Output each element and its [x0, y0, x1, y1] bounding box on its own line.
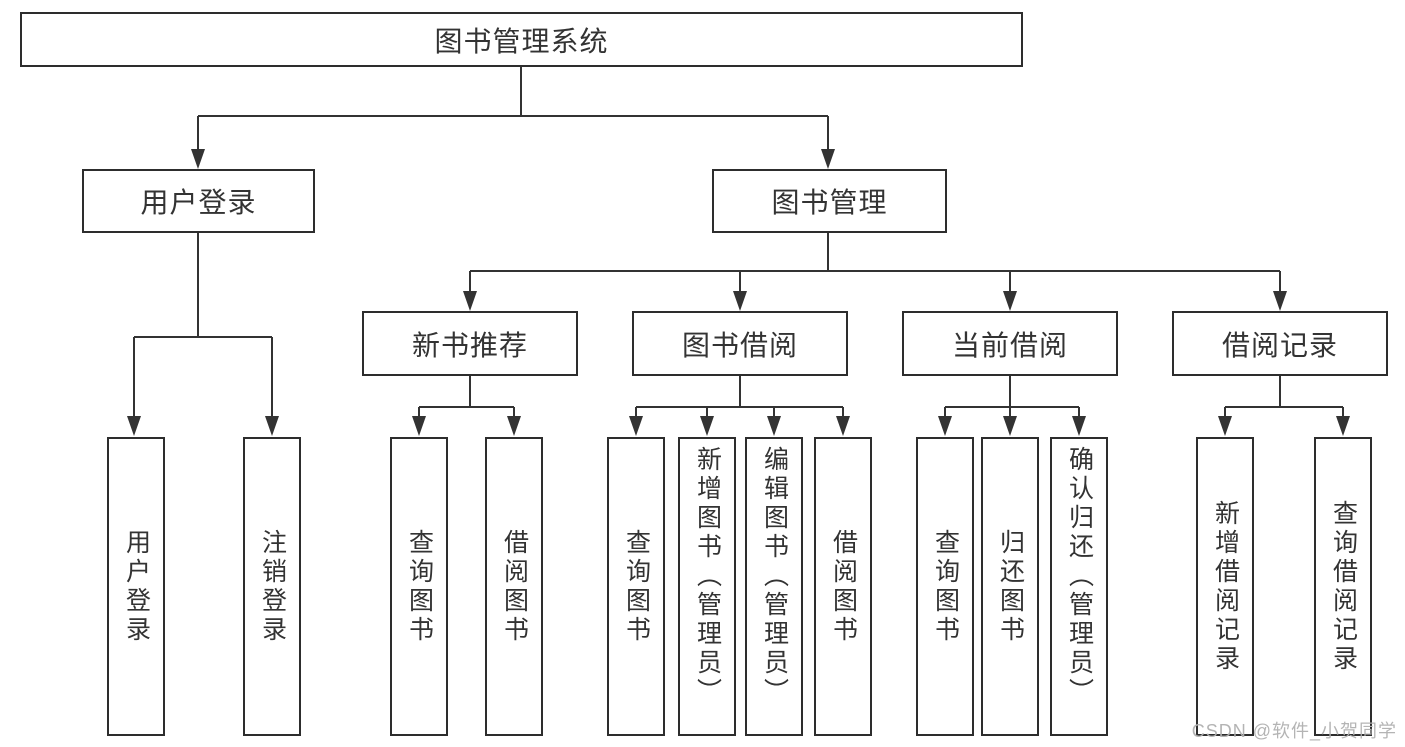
leaf-records-add: 新增借阅记录: [1196, 437, 1254, 736]
leaf-borrow-add-admin: 新增图书（管理员）: [678, 437, 736, 736]
node-user-login: 用户登录: [82, 169, 315, 233]
leaf-logout: 注销登录: [243, 437, 301, 736]
leaf-user-login: 用户登录: [107, 437, 165, 736]
leaf-current-confirm-admin: 确认归还（管理员）: [1050, 437, 1108, 736]
node-borrow-records: 借阅记录: [1172, 311, 1388, 376]
leaf-newbooks-query: 查询图书: [390, 437, 448, 736]
leaf-borrow-borrow: 借阅图书: [814, 437, 872, 736]
leaf-borrow-query: 查询图书: [607, 437, 665, 736]
node-book-borrow: 图书借阅: [632, 311, 848, 376]
leaf-newbooks-borrow: 借阅图书: [485, 437, 543, 736]
leaf-current-query: 查询图书: [916, 437, 974, 736]
leaf-current-return: 归还图书: [981, 437, 1039, 736]
leaf-records-query: 查询借阅记录: [1314, 437, 1372, 736]
node-current-borrow: 当前借阅: [902, 311, 1118, 376]
node-book-mgmt: 图书管理: [712, 169, 947, 233]
node-new-books: 新书推荐: [362, 311, 578, 376]
leaf-borrow-edit-admin: 编辑图书（管理员）: [745, 437, 803, 736]
node-root: 图书管理系统: [20, 12, 1023, 67]
csdn-watermark: CSDN @软件_小贺同学: [1191, 721, 1397, 741]
